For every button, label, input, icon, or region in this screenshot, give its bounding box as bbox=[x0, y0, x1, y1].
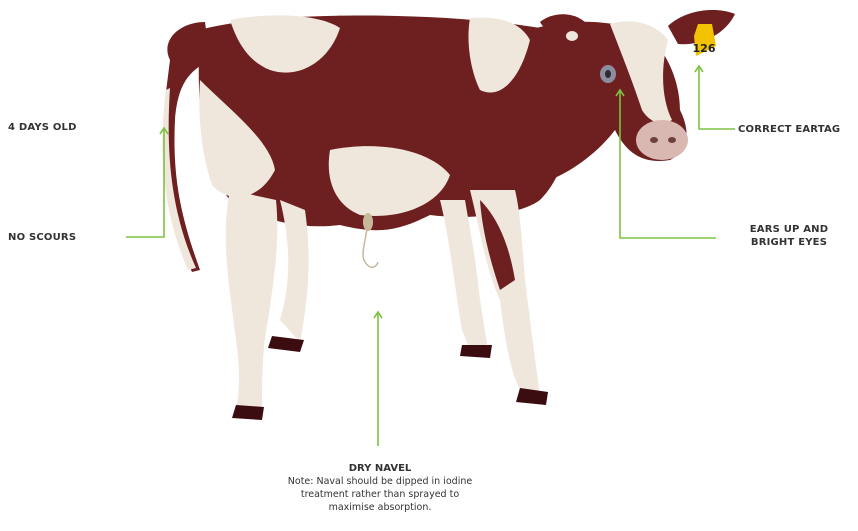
label-correct-eartag: CORRECT EARTAG bbox=[738, 123, 840, 136]
calf-front-legs bbox=[470, 190, 540, 395]
navel-note-line3: maximise absorption. bbox=[329, 502, 432, 513]
navel-note-line1: Note: Naval should be dipped in iodine bbox=[288, 476, 472, 487]
callout-eartag-line bbox=[699, 66, 735, 129]
eartag-number: 126 bbox=[693, 42, 716, 55]
label-age: 4 DAYS OLD bbox=[8, 121, 77, 134]
label-no-scours: NO SCOURS bbox=[8, 231, 76, 244]
navel-note: DRY NAVEL Note: Naval should be dipped i… bbox=[230, 462, 530, 514]
label-ears-line2: BRIGHT EYES bbox=[751, 237, 827, 248]
label-dry-navel: DRY NAVEL bbox=[230, 462, 530, 475]
label-ears-eyes: EARS UP AND BRIGHT EYES bbox=[744, 223, 834, 249]
label-ears-line1: EARS UP AND bbox=[750, 224, 829, 235]
navel-note-line2: treatment rather than sprayed to bbox=[301, 489, 459, 500]
calf-hind-legs bbox=[226, 190, 278, 412]
callout-age-line bbox=[126, 128, 164, 237]
